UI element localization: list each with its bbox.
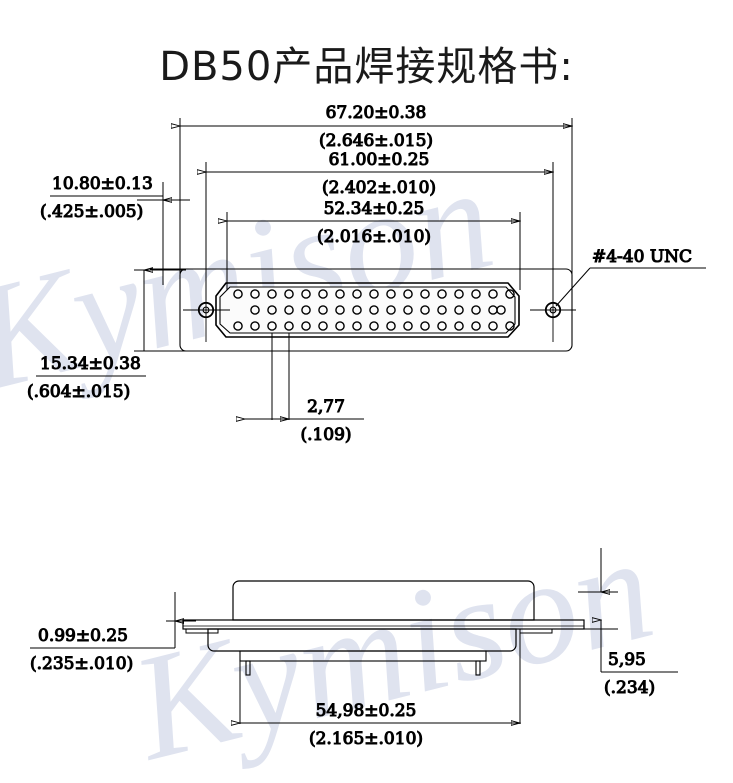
dim-overall-width-inch: (2.646±.015) [319,131,433,151]
thread-spec-label: #4-40 UNC [592,247,692,267]
dim-flange-height-inch: (.425±.005) [40,202,143,222]
dim-body-width [240,633,520,724]
dim-mounting-hole-span-mm: 61.00±0.25 [329,150,430,170]
dim-body-height-mm: 5,95 [608,650,646,670]
dim-body-width-mm: 54,98±0.25 [316,701,417,721]
dim-body-width-inch: (2.165±.010) [309,729,423,749]
screw-hole-right [530,280,576,342]
thread-callout-leader [555,267,706,307]
dim-body-height [578,548,678,673]
dim-shell-inner-width-mm: 52.34±0.25 [324,199,425,219]
side-flange-tabs [185,628,553,634]
pin-row-bottom [233,321,515,331]
dim-pin-pitch [245,333,364,420]
pin-row-top [233,289,515,299]
dim-overall-height-mm: 15.34±0.38 [40,354,141,374]
dim-flange-thickness-inch: (.235±.010) [30,654,133,674]
dim-flange-thickness [30,592,196,649]
side-view: 0.99±0.25 (.235±.010) 5,95 (.234) 54,98±… [29,548,678,750]
side-pin-carrier [239,650,487,662]
side-solder-pins [245,660,481,676]
flange-plate-outline [179,268,573,352]
side-lower-shell [207,628,517,652]
dim-shell-inner-width-inch: (2.016±.010) [317,227,431,247]
dim-overall-width-mm: 67.20±0.38 [326,103,427,123]
dim-pin-pitch-mm: 2,77 [307,397,345,417]
dim-overall-height-inch: (.604±.015) [27,382,130,402]
pin-row-middle [250,305,506,315]
dim-pin-pitch-inch: (.109) [300,425,351,445]
connector-shell-inner [219,286,516,334]
dim-flange-height-mm: 10.80±0.13 [52,174,153,194]
dim-body-height-inch: (.234) [604,678,655,698]
side-housing-body [232,580,535,621]
screw-hole-left [183,280,230,342]
connector-shell-outer [215,282,520,338]
dim-flange-thickness-mm: 0.99±0.25 [38,626,128,646]
front-view: 67.20±0.38 (2.646±.015) 61.00±0.25 (2.40… [26,102,706,446]
dim-overall-height [134,270,186,352]
dim-mounting-hole-span-inch: (2.402±.010) [322,178,436,198]
page-title: DB50产品焊接规格书: [159,44,574,90]
